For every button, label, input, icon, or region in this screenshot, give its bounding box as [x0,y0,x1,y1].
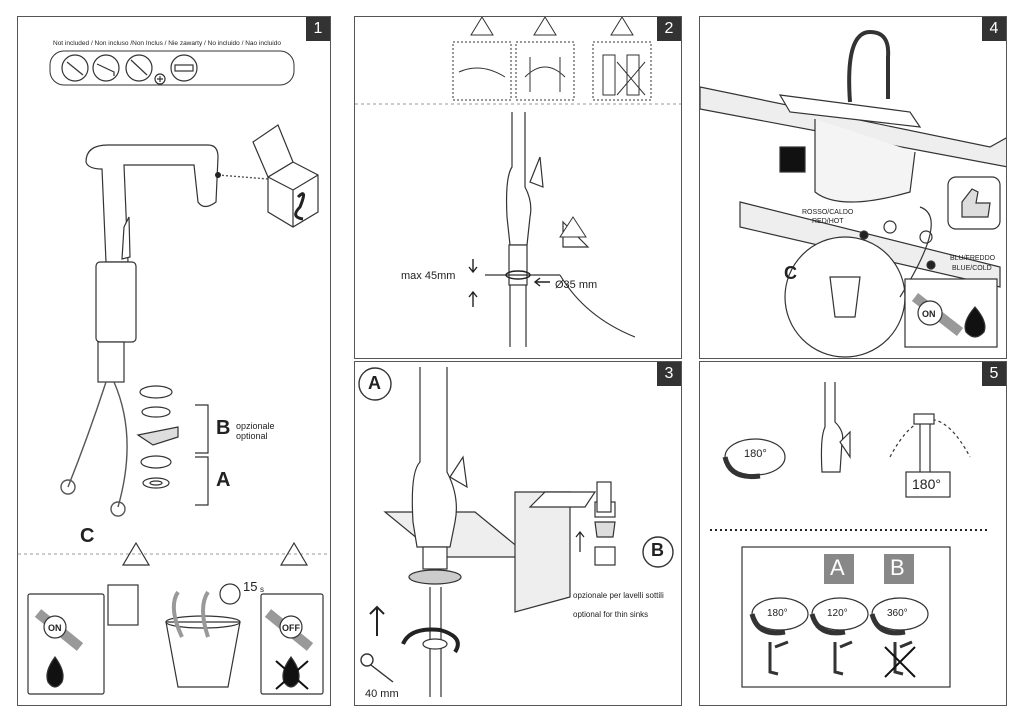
max-thickness-label: max 45mm [401,270,456,282]
countertop [700,86,1006,168]
rotation-180: 180° [744,448,767,460]
step-number: 4 [982,17,1006,41]
label-C: C [80,525,95,547]
on-badge: ON [922,309,936,319]
screwdriver-icon [125,54,153,82]
allen-key-icon [92,54,120,82]
cold-label-en: BLUE/COLD [952,265,992,272]
label-B: B [216,417,231,439]
timer-unit: s [260,585,264,594]
on-badge: ON [48,623,62,633]
warning-icon [470,17,494,36]
level-icon [170,54,198,82]
washers-stack [136,385,209,506]
warning-icon [533,17,557,36]
panel-1-illustration [18,50,330,695]
label-C: C [784,263,797,283]
panel-step-5: 5 180° 180° A [699,361,1007,706]
rotation-180-small: 180° [767,608,788,619]
panel-4-illustration [700,29,1006,358]
label-B: B [651,540,664,560]
rotation-360-small: 360° [887,608,908,619]
cold-label-it: BLU/FREDDO [950,255,996,262]
wrench-size: 40 mm [365,688,399,700]
clock-icon [219,583,241,605]
off-badge: OFF [282,623,300,633]
panel-5-illustration [710,382,990,688]
timer-value: 15 [243,579,258,594]
optional-en: optional [236,431,268,441]
step-number: 5 [982,362,1006,386]
panel-step-3: 3 A B opzionale per lavelli sottili [354,361,682,706]
optional-it: opzionale [236,421,275,431]
variant-B: B [890,555,905,580]
label-A: A [216,469,231,491]
rotation-120-small: 120° [827,608,848,619]
label-A: A [368,373,381,393]
sink [778,94,922,128]
water-drop-icon [46,655,64,688]
panel-step-2: 2 max 45mm [354,16,682,359]
wrench-icon [360,653,394,683]
thin-sink-en: optional for thin sinks [573,610,649,619]
step-number: 1 [306,17,330,41]
panel-step-1: 1 Not included / Non incluso /Non Inclus… [17,16,331,706]
hole-diameter-label: Ø35 mm [555,279,598,291]
water-drop-icon [964,306,986,338]
hot-label-it: ROSSO/CALDO [802,209,854,216]
bucket [165,621,241,688]
faucet-body [95,261,137,343]
rotation-box: 180° [912,476,941,492]
warning-icon [610,17,634,36]
step-number: 3 [657,362,681,386]
variant-A: A [830,555,845,580]
warning-icon [121,541,151,566]
panel-step-4: 4 ROSSO/CALDO RED/HOT BLU/FREDDO BLUE/CO… [699,16,1007,359]
step-number: 2 [657,17,681,41]
faucet-body [505,112,532,246]
hot-label-en: RED/HOT [812,218,844,225]
package-box-icon [252,124,319,228]
not-included-text: Not included / Non incluso /Non Inclus /… [53,40,281,47]
thin-sink-it: opzionale per lavelli sottili [573,591,664,600]
warning-icon [279,541,309,566]
faucet-spout [85,144,219,263]
panel-2-illustration [355,17,681,347]
wrench-tool-icon [61,54,89,82]
panel-3-illustration [358,367,674,697]
